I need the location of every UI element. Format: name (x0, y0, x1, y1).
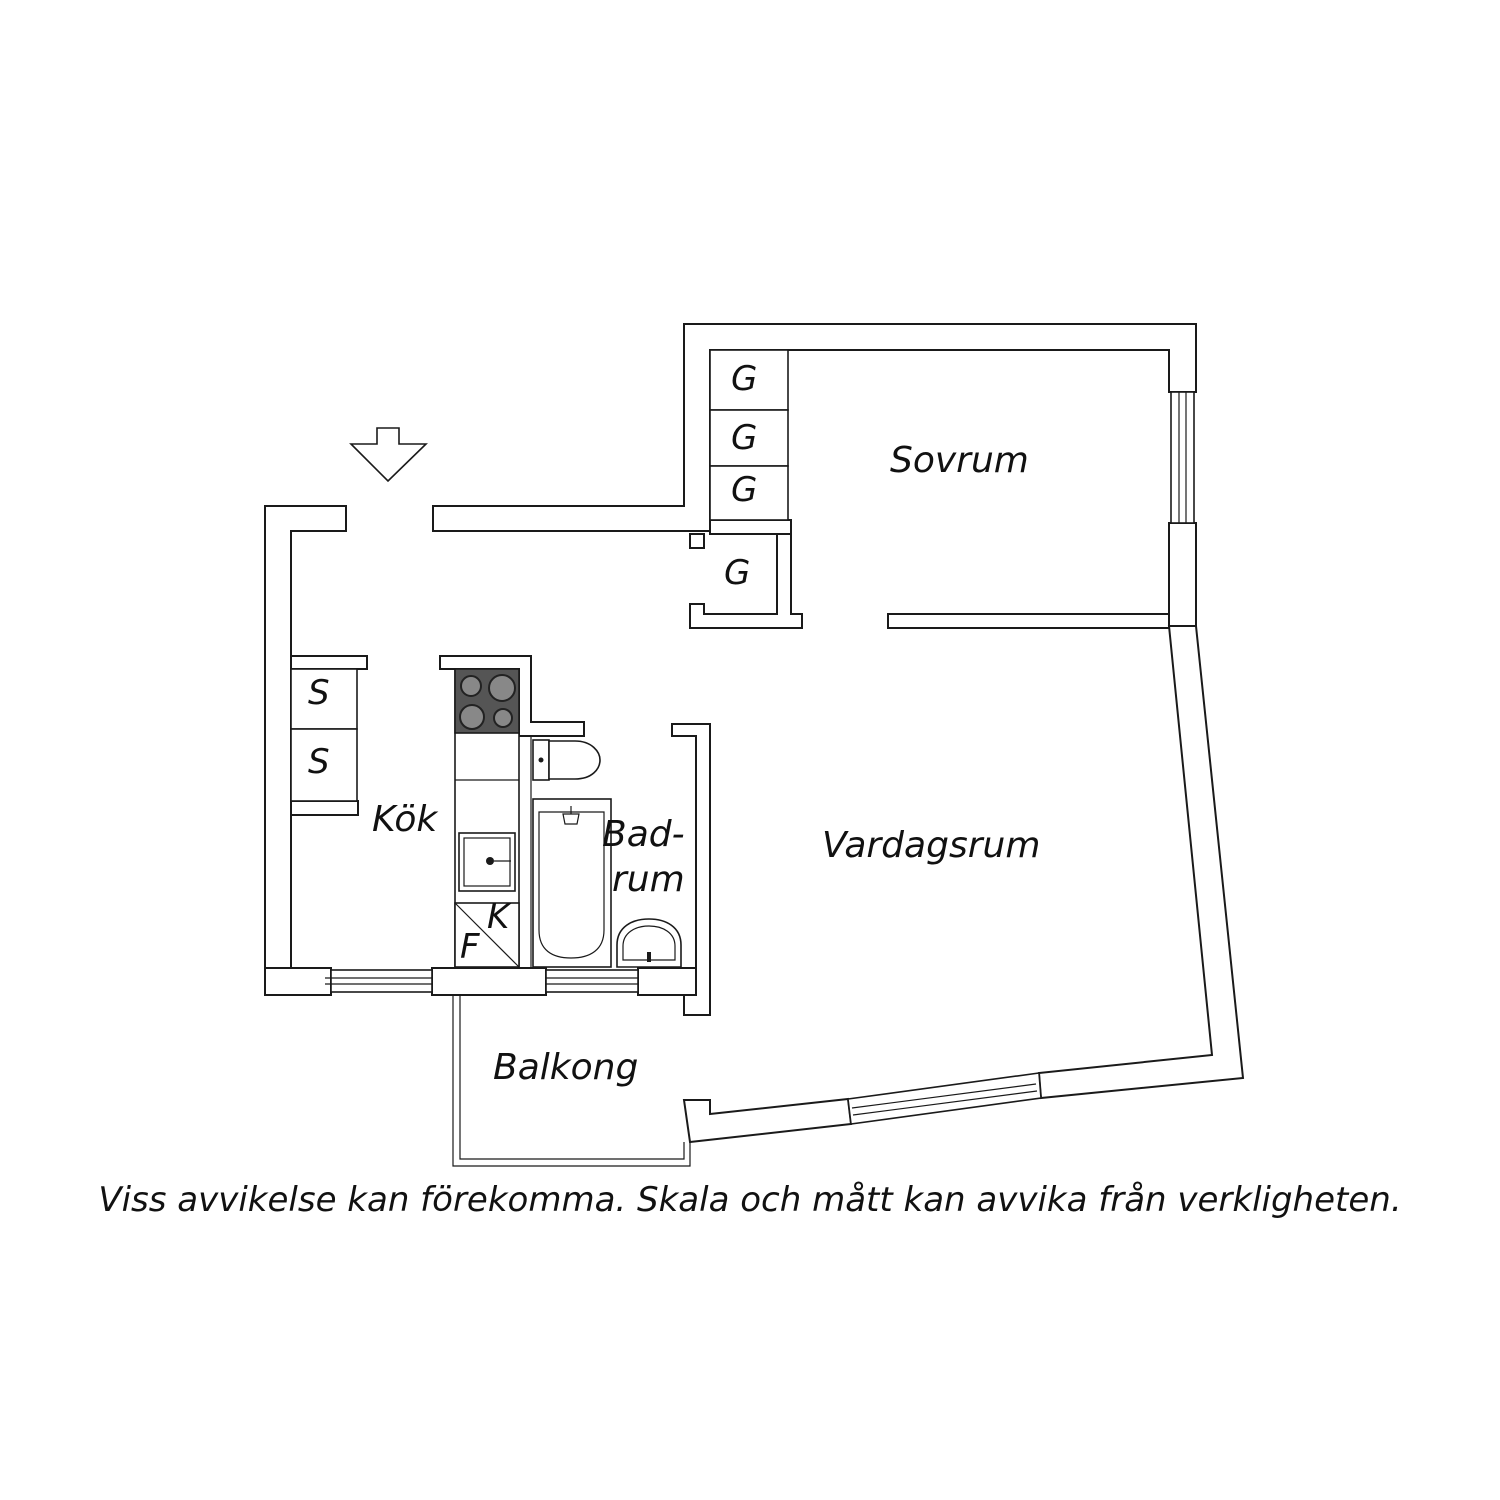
wardrobe-label: G (731, 418, 757, 458)
window-icon (325, 391, 1195, 1125)
kitchen-counter: K F (454, 668, 520, 968)
disclaimer-text: Viss avvikelse kan förekomma. Skala och … (98, 1180, 1402, 1220)
cabinet-label: S (308, 742, 330, 782)
freezer-label: F (460, 927, 480, 967)
room-label-badrum-line1: Bad- (602, 814, 685, 855)
washbasin-icon (616, 918, 682, 968)
bathtub-icon (532, 798, 612, 968)
stove-icon (454, 668, 520, 734)
toilet-icon (532, 739, 601, 781)
room-label-vardagsrum: Vardagsrum (822, 825, 1040, 866)
wardrobe-label: G (731, 359, 757, 399)
bathroom-fixtures (530, 736, 682, 968)
room-label-sovrum: Sovrum (890, 440, 1029, 481)
cabinet-label: S (308, 673, 330, 713)
entrance-arrow-icon (349, 427, 428, 483)
sink-icon (458, 832, 516, 892)
wardrobe-label: G (724, 553, 750, 593)
wardrobe-label: G (731, 470, 757, 510)
fridge-label: K (487, 897, 512, 937)
room-label-badrum-line2: rum (612, 859, 685, 900)
kitchen-cabinets: S S (290, 668, 358, 802)
room-label-balkong: Balkong (493, 1047, 638, 1088)
wardrobe-group: G G G G (709, 349, 789, 593)
room-label-kok: Kök (372, 799, 439, 840)
